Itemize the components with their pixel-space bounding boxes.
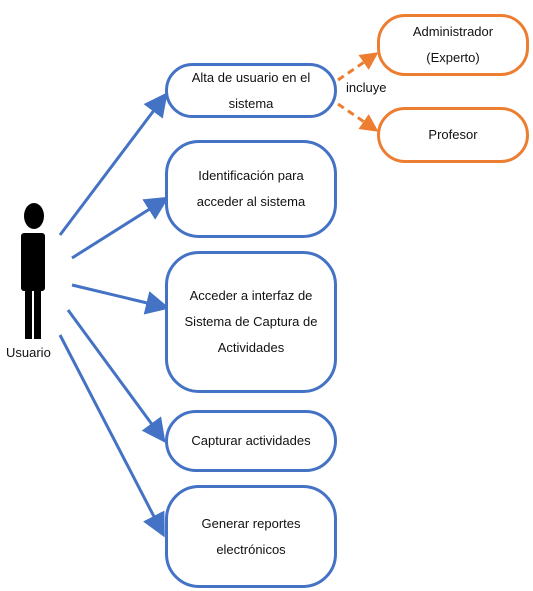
actor-label: Usuario xyxy=(6,345,51,360)
include-arrow-administrador xyxy=(337,52,379,82)
include-arrow-profesor xyxy=(337,102,379,132)
use-case-acceder-interfaz: Acceder a interfaz de Sistema de Captura… xyxy=(165,251,337,393)
association-arrow-2 xyxy=(71,196,170,260)
include-label: incluye xyxy=(346,80,387,95)
role-profesor: Profesor xyxy=(377,107,529,163)
role-administrador: Administrador (Experto) xyxy=(377,14,529,76)
use-case-alta-usuario: Alta de usuario en el sistema xyxy=(165,63,337,118)
association-arrow-3 xyxy=(71,283,170,315)
association-arrow-4 xyxy=(66,309,166,443)
use-case-identificacion: Identificación para acceder al sistema xyxy=(165,140,337,238)
use-case-capturar-actividades: Capturar actividades xyxy=(165,410,337,472)
use-case-generar-reportes: Generar reportes electrónicos xyxy=(165,485,337,588)
actor-figure xyxy=(21,203,45,339)
association-arrow-1 xyxy=(58,92,168,236)
association-arrow-5 xyxy=(58,334,165,538)
